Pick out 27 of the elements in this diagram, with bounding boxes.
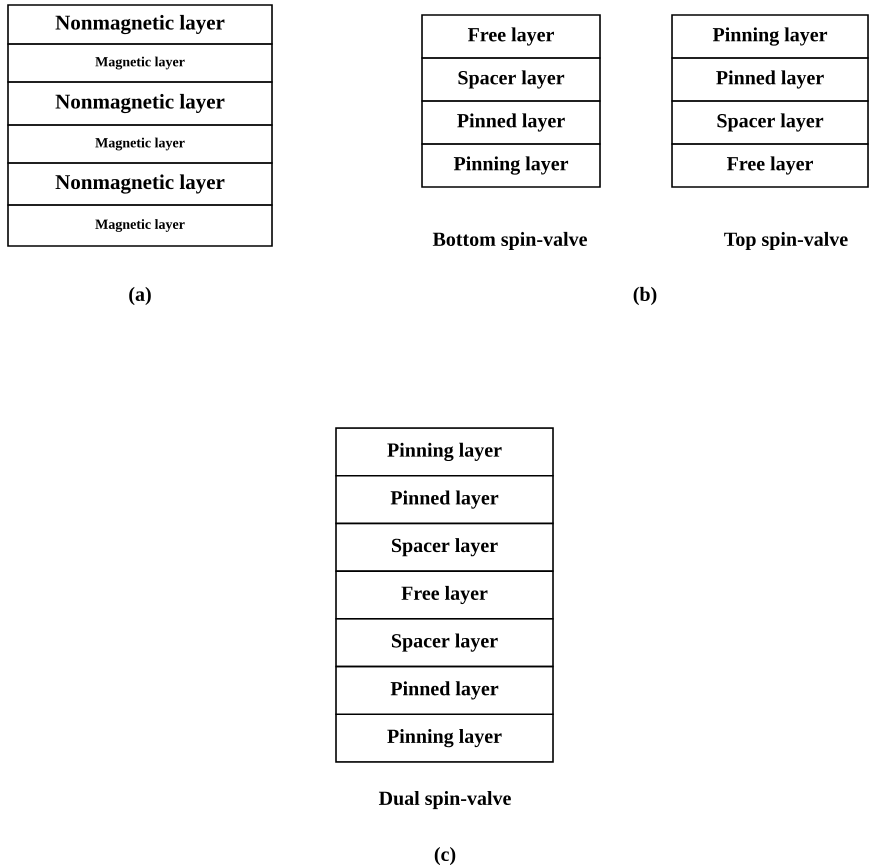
caption: (b) xyxy=(634,286,656,306)
caption: Dual spin-valve xyxy=(378,790,511,810)
layer-box: Free layer xyxy=(335,570,554,620)
layer-box: Pinned layer xyxy=(335,666,554,716)
layer-box: Pinning layer xyxy=(335,427,554,477)
caption: Bottom spin-valve xyxy=(432,232,587,250)
layer-box: Spacer layer xyxy=(335,618,554,668)
layer-box: Spacer layer xyxy=(335,522,554,572)
layer-box: Pinning layer xyxy=(421,143,601,188)
layer-box: Nonmagnetic layer xyxy=(7,162,273,206)
layer-box: Magnetic layer xyxy=(7,124,273,164)
layer-box: Free layer xyxy=(421,14,601,59)
layer-box: Nonmagnetic layer xyxy=(7,81,273,126)
layer-box: Pinned layer xyxy=(335,474,554,524)
layer-box: Pinned layer xyxy=(671,57,869,102)
layer-box: Spacer layer xyxy=(421,57,601,102)
layer-box: Spacer layer xyxy=(671,100,869,145)
layer-box: Magnetic layer xyxy=(7,204,273,247)
layer-box: Pinning layer xyxy=(335,713,554,763)
caption: (a) xyxy=(129,286,151,306)
layer-box: Pinning layer xyxy=(671,14,869,59)
caption: Top spin-valve xyxy=(724,232,848,250)
layer-box: Pinned layer xyxy=(421,100,601,145)
layer-box: Nonmagnetic layer xyxy=(7,4,273,45)
layer-box: Free layer xyxy=(671,143,869,188)
layer-box: Magnetic layer xyxy=(7,43,273,83)
caption: (c) xyxy=(434,846,456,866)
